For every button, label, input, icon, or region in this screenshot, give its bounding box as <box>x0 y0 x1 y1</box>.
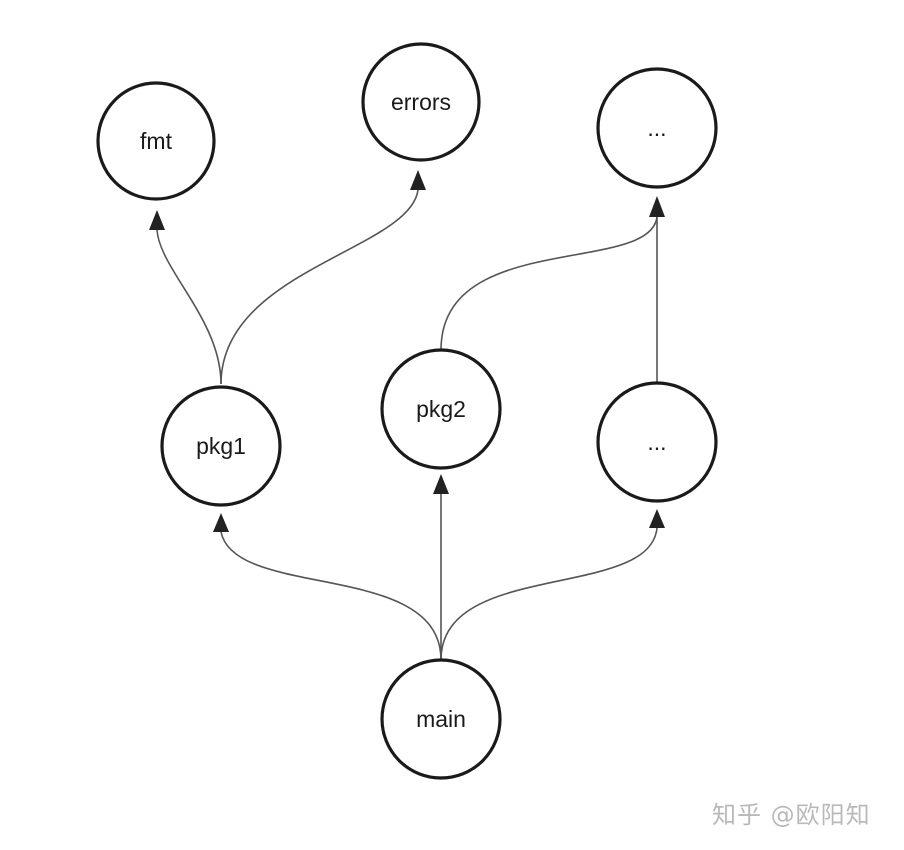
edge-pkg2-to-ellipsis-top <box>440 216 658 351</box>
arrowhead-errors <box>410 170 426 190</box>
node-errors: errors <box>361 42 481 162</box>
node-ellipsis-mid: ... <box>596 381 718 503</box>
node-ellipsis-top: ... <box>596 67 718 189</box>
node-main: main <box>380 658 502 780</box>
node-main-circle <box>380 658 502 780</box>
arrowhead-pkg1 <box>213 513 229 532</box>
node-fmt: fmt <box>96 81 216 201</box>
node-pkg1-label: pkg1 <box>196 433 246 459</box>
node-pkg2-label: pkg2 <box>416 396 466 422</box>
node-errors-label: errors <box>391 89 451 115</box>
edge-main-to-pkg1 <box>220 531 442 661</box>
arrowhead-fmt <box>149 210 165 230</box>
arrowhead-pkg2 <box>433 474 449 494</box>
arrowhead-ellipsis-mid <box>649 509 665 528</box>
node-ellipsis-mid-circle <box>596 381 718 503</box>
watermark: 知乎 @欧阳知 <box>712 801 871 829</box>
node-ellipsis-mid-label: ... <box>647 429 666 455</box>
nodes: fmt errors ... pkg1 pkg2 ... main <box>96 42 718 780</box>
node-pkg1-circle <box>160 385 282 507</box>
arrowhead-ellipsis-top <box>649 196 665 217</box>
edge-pkg1-to-fmt <box>156 229 222 385</box>
node-pkg2: pkg2 <box>380 348 502 470</box>
edges <box>149 170 665 661</box>
node-main-label: main <box>416 706 466 732</box>
edge-main-to-ellipsis-mid <box>440 527 658 661</box>
node-ellipsis-top-circle <box>596 67 718 189</box>
node-errors-circle <box>361 42 481 162</box>
node-fmt-label: fmt <box>140 128 173 154</box>
node-fmt-circle <box>96 81 216 201</box>
node-pkg2-circle <box>380 348 502 470</box>
node-pkg1: pkg1 <box>160 385 282 507</box>
edge-pkg1-to-errors <box>220 189 419 385</box>
node-ellipsis-top-label: ... <box>647 115 666 141</box>
